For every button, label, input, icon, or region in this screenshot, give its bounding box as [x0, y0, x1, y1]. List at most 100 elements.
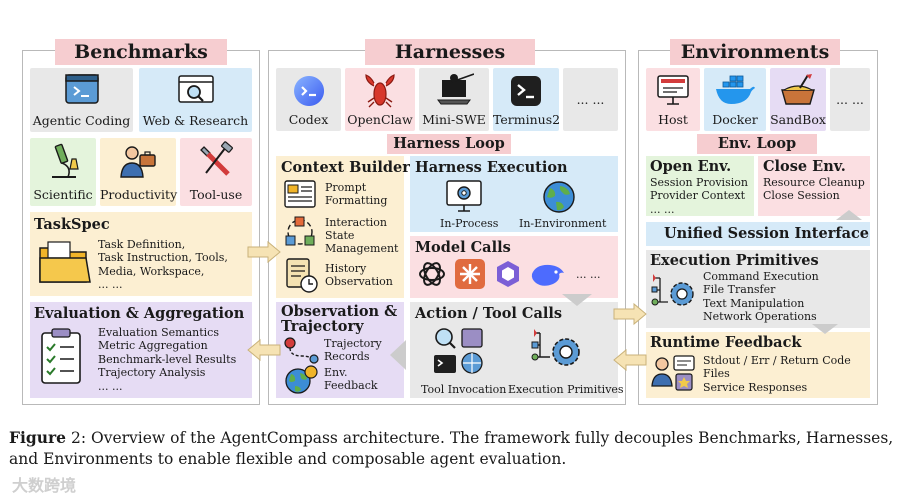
harness-tile-label: ... ... [576, 92, 605, 107]
action-calls-box [410, 302, 618, 398]
taskspec-item: Media, Workspace, [98, 264, 205, 278]
env-primitives-list: Command Execution File Transfer Text Man… [703, 270, 819, 324]
benchmark-tile-label: Productivity [100, 187, 178, 202]
env-primitives-icon [651, 274, 694, 306]
terminal-icon [511, 76, 541, 106]
harness-loop-title: Harness Loop [387, 134, 511, 154]
harness-tile-more: ... ... [563, 68, 618, 131]
env-tile-label: SandBox [770, 112, 826, 127]
observation-item-label: Trajectory Records [324, 337, 382, 363]
env-tile-sandbox: SandBox [770, 68, 826, 131]
lobster-icon [365, 74, 395, 108]
web-search-icon [177, 75, 214, 103]
benchmark-tile-agentic-coding: Agentic Coding [30, 68, 133, 132]
laptop-agent-icon [437, 73, 474, 105]
env-loop-title: Env. Loop [697, 134, 817, 154]
arrow-action-to-env [613, 302, 647, 326]
action-calls-title: Action / Tool Calls [415, 305, 563, 322]
open-env-box [646, 156, 754, 216]
globe-icon [543, 181, 575, 213]
harness-tile-openclaw: OpenClaw [345, 68, 415, 131]
deepseek-logo-icon [531, 264, 564, 286]
open-env-item: Session Provision [650, 176, 748, 189]
action-item-label: Execution Primitives [508, 383, 624, 396]
harness-execution-item-label: In-Process [440, 217, 499, 230]
benchmark-tile-label: Agentic Coding [32, 113, 131, 128]
qwen-logo-icon [497, 261, 519, 287]
code-window-icon [64, 74, 99, 104]
clipboard-checklist-icon [41, 328, 81, 384]
open-env-item: Provider Context [650, 189, 745, 203]
taskspec-item: ... ... [98, 278, 123, 292]
observation-title: Observation & Trajectory [281, 303, 398, 335]
runtime-feedback-item: Files [703, 367, 730, 381]
globe-feedback-icon [285, 365, 318, 394]
harnesses-title: Harnesses [365, 39, 535, 65]
benchmark-tile-label: Scientific [33, 187, 93, 202]
state-cycle-icon [285, 216, 315, 246]
prompt-format-icon [284, 180, 316, 208]
watermark: 大数跨境 [12, 476, 77, 495]
model-calls-more: ... ... [576, 268, 601, 281]
env-primitive-item: File Transfer [703, 283, 776, 297]
taskspec-item: Task Definition, [98, 238, 186, 251]
benchmark-tile-scientific: Scientific [30, 138, 96, 206]
observation-item-label: Env. Feedback [324, 366, 378, 392]
env-primitive-item: Command Execution [703, 270, 819, 283]
loop-chevron-harness-right [562, 294, 592, 306]
benchmark-tile-label: Web & Research [142, 113, 249, 128]
arrow-feedback-to-action [613, 348, 647, 372]
runtime-feedback-item: Stdout / Err / Return Code [703, 354, 851, 367]
model-calls-title: Model Calls [415, 239, 511, 256]
unified-session-box [646, 222, 870, 246]
env-tile-host: Host [646, 68, 700, 131]
harness-execution-title: Harness Execution [415, 159, 568, 176]
harness-tile-label: Terminus2 [493, 112, 561, 127]
context-item-label: Interaction State Management [325, 216, 399, 255]
evaluation-title: Evaluation & Aggregation [34, 305, 245, 322]
execution-gear-icon [531, 329, 580, 366]
harness-tile-codex: Codex [276, 68, 341, 131]
context-builder-title: Context Builder [281, 159, 410, 176]
caption-number: 2 [70, 429, 81, 447]
runtime-feedback-icon [651, 355, 695, 391]
loop-chevron-env-down [812, 324, 838, 334]
benchmark-tile-tool-use: Tool-use [180, 138, 252, 206]
evaluation-item: Benchmark-level Results [98, 352, 237, 366]
trajectory-icon [284, 337, 319, 364]
harness-tile-label: Mini-SWE [422, 112, 486, 127]
harness-execution-box [410, 156, 618, 232]
history-scroll-icon [286, 258, 318, 293]
env-primitives-title: Execution Primitives [650, 252, 819, 269]
open-env-list: Session Provision Provider Context ... .… [650, 176, 748, 216]
arrow-observation-to-evaluation [247, 338, 281, 362]
harness-tile-label: Codex [288, 112, 329, 127]
benchmarks-title: Benchmarks [55, 39, 227, 65]
caption-label: Figure [9, 428, 67, 447]
caption-text: : Overview of the AgentCompass architect… [9, 429, 894, 468]
evaluation-list: Evaluation Semantics Metric Aggregation … [98, 326, 236, 393]
harness-tile-terminus2: Terminus2 [493, 68, 561, 131]
codex-icon [293, 76, 324, 106]
harness-execution-item-label: In-Environment [519, 217, 607, 230]
taskspec-title: TaskSpec [34, 216, 110, 233]
sandbox-icon [781, 74, 815, 105]
runtime-feedback-item: Service Responses [703, 380, 808, 394]
env-tile-more: ... ... [830, 68, 870, 131]
evaluation-item: Evaluation Semantics [98, 326, 219, 339]
evaluation-item: Trajectory Analysis [98, 366, 206, 380]
anthropic-logo-icon [455, 259, 485, 289]
monitor-gear-icon [446, 180, 482, 212]
env-tile-docker: Docker [704, 68, 766, 131]
context-item-label: History Observation [325, 262, 393, 288]
harness-tile-mini-swe: Mini-SWE [419, 68, 489, 131]
figure-caption: Figure 2: Overview of the AgentCompass a… [9, 427, 894, 470]
evaluation-item: Metric Aggregation [98, 339, 208, 353]
loop-chevron-env [836, 210, 862, 220]
arrow-taskspec-to-context [247, 240, 281, 264]
env-tile-label: ... ... [836, 92, 864, 107]
briefcase-person-icon [120, 146, 156, 178]
close-env-item: Resource Cleanup [763, 176, 865, 189]
close-env-item: Close Session [763, 189, 840, 203]
close-env-list: Resource Cleanup Close Session [763, 176, 865, 203]
